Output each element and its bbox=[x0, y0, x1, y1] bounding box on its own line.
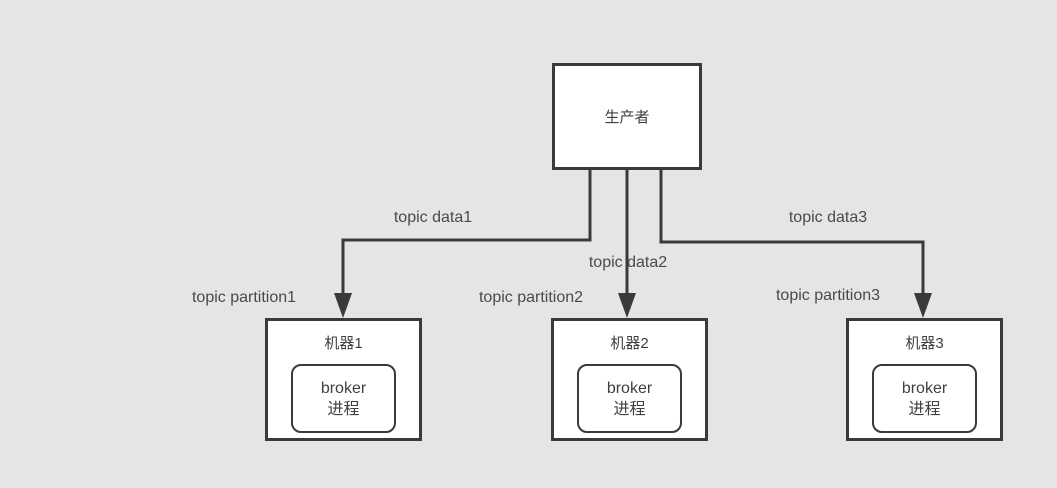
machine-title-2: 机器2 bbox=[610, 335, 649, 352]
machine-node-1: 机器1 broker 进程 bbox=[265, 318, 422, 441]
broker-label-line1: broker bbox=[606, 379, 653, 397]
connector-producer-to-machine3 bbox=[659, 170, 925, 295]
partition-label-3: topic partition3 bbox=[775, 287, 881, 304]
machine-node-2: 机器2 broker 进程 bbox=[551, 318, 708, 441]
broker-label-line2: 进程 bbox=[908, 400, 941, 418]
arrowhead-machine3 bbox=[914, 293, 932, 318]
broker-process-node-1: broker 进程 bbox=[291, 364, 396, 433]
broker-label-line2: 进程 bbox=[613, 400, 646, 418]
broker-process-node-2: broker 进程 bbox=[577, 364, 682, 433]
arrowhead-machine2 bbox=[618, 293, 636, 318]
connector-producer-to-machine1 bbox=[341, 170, 592, 295]
edge-label-topic-data2: topic data2 bbox=[588, 254, 668, 271]
producer-label: 生产者 bbox=[604, 109, 650, 126]
machine-title-3: 机器3 bbox=[905, 335, 944, 352]
broker-label-line1: broker bbox=[320, 379, 367, 397]
machine-node-3: 机器3 broker 进程 bbox=[846, 318, 1003, 441]
partition-label-1: topic partition1 bbox=[191, 289, 297, 306]
edge-label-topic-data3: topic data3 bbox=[788, 209, 868, 226]
broker-label-line1: broker bbox=[901, 379, 948, 397]
machine-title-1: 机器1 bbox=[324, 335, 363, 352]
broker-label-line2: 进程 bbox=[327, 400, 360, 418]
edge-label-topic-data1: topic data1 bbox=[393, 209, 473, 226]
broker-process-node-3: broker 进程 bbox=[872, 364, 977, 433]
producer-node: 生产者 bbox=[552, 63, 702, 170]
partition-label-2: topic partition2 bbox=[478, 289, 584, 306]
arrowhead-machine1 bbox=[334, 293, 352, 318]
